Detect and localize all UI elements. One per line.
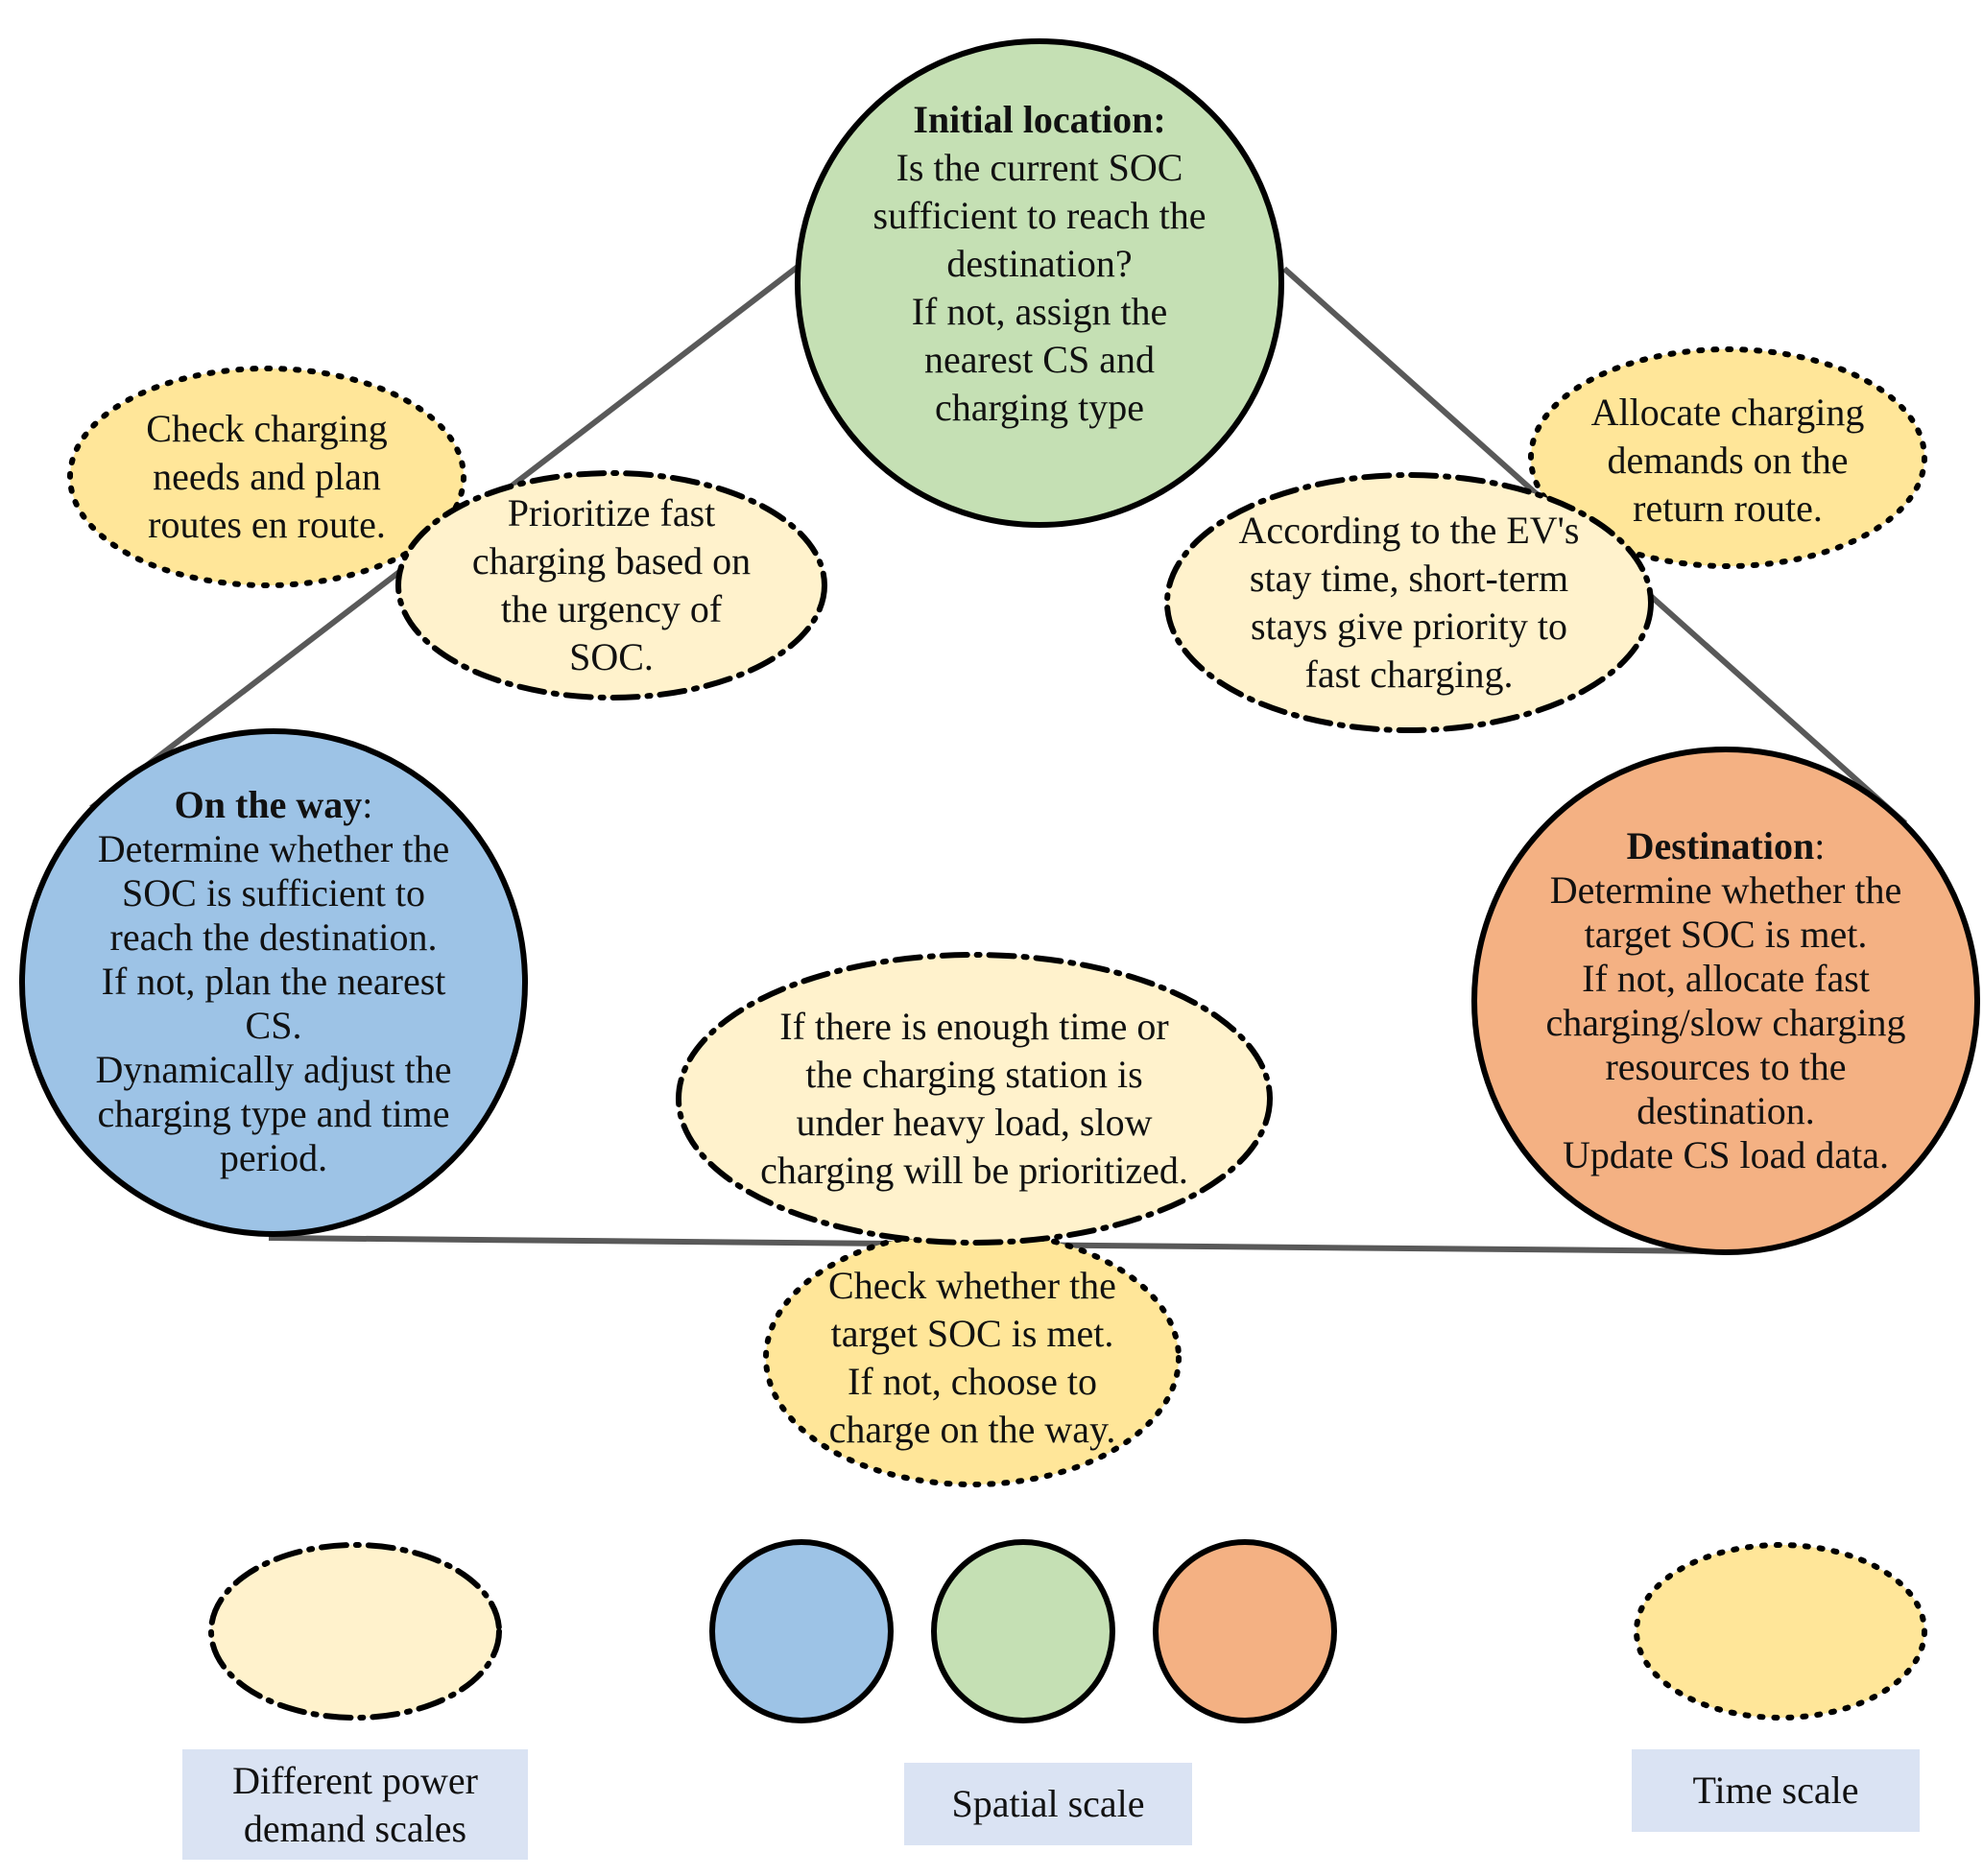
on-the-way-title: On the way:: [174, 783, 373, 826]
initial-location-title: Initial location:: [913, 98, 1166, 141]
legend-spatial-label: Spatial scale: [904, 1763, 1192, 1845]
check-charging-line: routes en route.: [148, 503, 386, 546]
check-charging-line: needs and plan: [153, 455, 381, 498]
destination-line: Determine whether the: [1549, 868, 1902, 912]
destination-circle: [1471, 747, 1980, 1255]
initial-location-line: Is the current SOC: [896, 146, 1183, 189]
on-the-way-line: Dynamically adjust the: [95, 1048, 452, 1091]
allocate-return-ellipse: [1528, 346, 1927, 569]
on-the-way-line: If not, plan the nearest: [101, 960, 446, 1003]
legend-spatial-green-circle: [931, 1539, 1115, 1723]
check-charging-text: Check charging needs and plan routes en …: [89, 400, 444, 554]
legend-spatial-blue-circle: [709, 1539, 894, 1723]
stay-time-line: fast charging.: [1304, 653, 1514, 696]
stay-time-line: stays give priority to: [1251, 605, 1567, 648]
on-the-way-line: SOC is sufficient to: [122, 871, 425, 914]
stay-time-text: According to the EV's stay time, short-t…: [1188, 507, 1630, 699]
check-target-line: Check whether the: [828, 1264, 1116, 1307]
allocate-return-text: Allocate charging demands on the return …: [1545, 384, 1910, 537]
initial-location-line: sufficient to reach the: [872, 194, 1207, 237]
initial-location-line: If not, assign the: [911, 290, 1168, 333]
destination-line: Update CS load data.: [1563, 1133, 1889, 1176]
initial-location-circle: [795, 38, 1284, 528]
legend-time-label: Time scale: [1632, 1749, 1920, 1832]
legend-power-line: Different power: [232, 1758, 478, 1802]
prioritize-fast-ellipse: [395, 470, 827, 701]
prioritize-fast-line: charging based on: [471, 539, 752, 582]
stay-time-line: According to the EV's: [1238, 509, 1580, 552]
legend-spatial-orange-circle: [1153, 1539, 1337, 1723]
prioritize-fast-text: Prioritize fast charging based on the ur…: [419, 489, 803, 681]
slow-priority-line: the charging station is: [805, 1053, 1143, 1096]
stay-time-line: stay time, short-term: [1249, 557, 1569, 600]
on-the-way-line: reach the destination.: [109, 915, 438, 959]
destination-line: destination.: [1637, 1089, 1815, 1132]
destination-line: charging/slow charging: [1545, 1001, 1906, 1044]
legend-time-ellipse: [1634, 1542, 1927, 1721]
check-target-line: charge on the way.: [828, 1408, 1116, 1451]
legend-power-ellipse: [208, 1542, 502, 1721]
on-the-way-line: CS.: [245, 1004, 302, 1047]
check-target-line: target SOC is met.: [830, 1312, 1114, 1355]
slow-priority-line: under heavy load, slow: [796, 1101, 1153, 1144]
destination-title: Destination:: [1626, 824, 1826, 867]
on-the-way-text: On the way: Determine whether the SOC is…: [34, 780, 514, 1183]
destination-line: If not, allocate fast: [1582, 957, 1870, 1000]
destination-line: resources to the: [1605, 1045, 1847, 1088]
prioritize-fast-line: SOC.: [569, 635, 654, 678]
destination-line: target SOC is met.: [1584, 913, 1868, 956]
legend-time-text: Time scale: [1692, 1769, 1859, 1812]
allocate-return-line: demands on the: [1607, 439, 1849, 482]
prioritize-fast-line: Prioritize fast: [507, 491, 716, 534]
initial-location-line: nearest CS and: [924, 338, 1155, 381]
allocate-return-line: return route.: [1633, 487, 1823, 530]
initial-location-line: charging type: [934, 386, 1145, 429]
legend-power-line: demand scales: [243, 1806, 467, 1850]
prioritize-fast-line: the urgency of: [500, 587, 723, 630]
legend-power-label: Different power demand scales: [182, 1749, 528, 1860]
slow-priority-line: If there is enough time or: [779, 1005, 1169, 1048]
check-target-text: Check whether the target SOC is met. If …: [780, 1262, 1164, 1454]
check-charging-ellipse: [67, 366, 466, 588]
check-target-line: If not, choose to: [848, 1360, 1097, 1403]
on-the-way-line: Determine whether the: [97, 827, 450, 870]
on-the-way-line: charging type and time: [97, 1092, 450, 1135]
slow-priority-line: charging will be prioritized.: [760, 1149, 1188, 1192]
on-the-way-circle: [19, 728, 528, 1237]
initial-location-text: Initial location: Is the current SOC suf…: [819, 96, 1260, 432]
slow-priority-text: If there is enough time or the charging …: [705, 1003, 1243, 1195]
on-the-way-line: period.: [219, 1136, 328, 1179]
stay-time-ellipse: [1164, 472, 1654, 733]
check-charging-line: Check charging: [146, 407, 388, 450]
slow-priority-ellipse: [676, 952, 1273, 1246]
legend-spatial-text: Spatial scale: [951, 1782, 1145, 1825]
initial-location-line: destination?: [946, 242, 1133, 285]
allocate-return-line: Allocate charging: [1590, 391, 1865, 434]
destination-text: Destination: Determine whether the targe…: [1486, 819, 1966, 1183]
